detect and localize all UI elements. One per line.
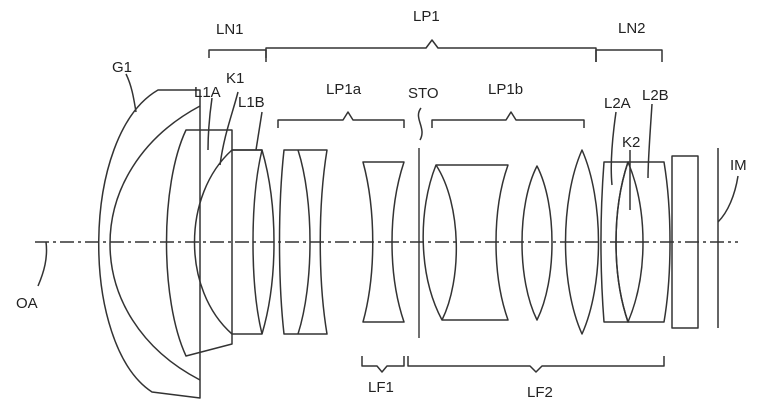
bracket-lp1b [431,111,585,128]
label-lp1a: LP1a [326,81,362,98]
leader-k1 [219,91,239,166]
bracket-lp1a [277,111,405,128]
label-l1a: L1A [194,84,221,101]
lens-lp1b-1 [422,164,509,321]
lens-k1 [193,149,275,335]
bracket-ln1 [208,49,267,58]
lens-lp1b-2 [521,165,553,321]
lens-lp1b-3 [564,149,600,335]
lens-l1a [165,129,233,357]
label-lf2: LF2 [527,384,553,401]
lens-g1-inner-surface [109,105,201,381]
label-lf1: LF1 [368,379,394,396]
label-g1: G1 [112,59,132,76]
label-lp1b: LP1b [488,81,523,98]
leader-l2a [610,111,617,186]
label-im: IM [730,157,747,174]
leader-im [717,175,739,223]
lens-g1 [98,89,201,399]
label-ln1: LN1 [216,21,244,38]
leader-g1 [125,73,137,113]
label-l2a: L2A [604,95,631,112]
lens-lp1b-1-cemented-surface [435,164,458,321]
bracket-ln2 [595,49,663,62]
lens-l2b [628,161,671,323]
label-lp1: LP1 [413,8,440,25]
lens-lp1a-2 [362,161,405,323]
label-sto: STO [408,85,439,102]
lens-l1b [232,149,263,335]
lens-lp1a-1-cemented-surface [297,149,311,335]
bracket-lp1 [265,39,597,62]
label-k2: K2 [622,134,640,151]
bracket-lf2 [407,356,665,373]
bracket-lf1 [361,356,405,373]
leader-l1b [255,111,263,151]
leader-l2b [647,103,653,179]
leader-sto [417,107,423,141]
label-l1b: L1B [238,94,265,111]
label-l2b: L2B [642,87,669,104]
label-k1: K1 [226,70,244,87]
label-ln2: LN2 [618,20,646,37]
leader-l1a [207,97,213,151]
lens-lp1a-1 [278,149,328,335]
label-oa: OA [16,295,38,312]
cover-glass [671,155,699,329]
leader-oa [37,241,48,287]
